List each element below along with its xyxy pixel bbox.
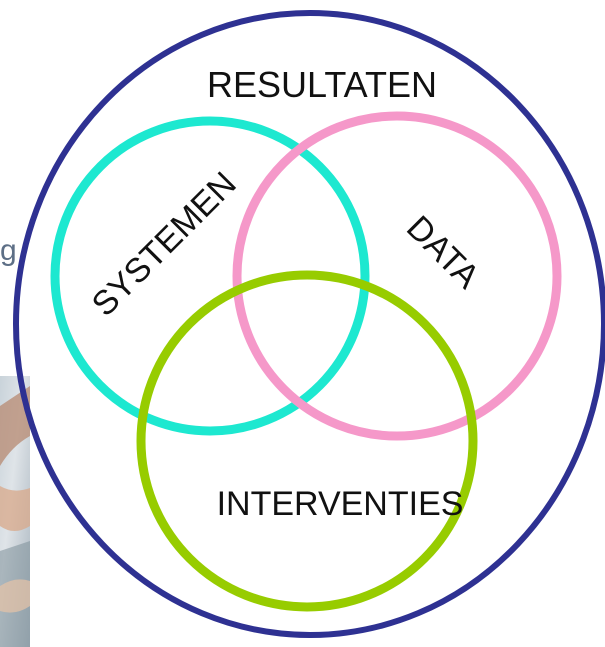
label-resultaten: RESULTATEN (207, 64, 437, 105)
background-cut-text: g (0, 234, 17, 267)
background-photo-fragment (0, 376, 30, 647)
circle-interventies (136, 270, 478, 612)
label-interventies: INTERVENTIES (217, 485, 464, 523)
circle-data (232, 111, 562, 441)
label-data: DATA (399, 209, 487, 297)
circle-systemen (50, 116, 370, 436)
outer-circle-resultaten (13, 10, 605, 638)
photo-fragment-image (0, 376, 30, 647)
